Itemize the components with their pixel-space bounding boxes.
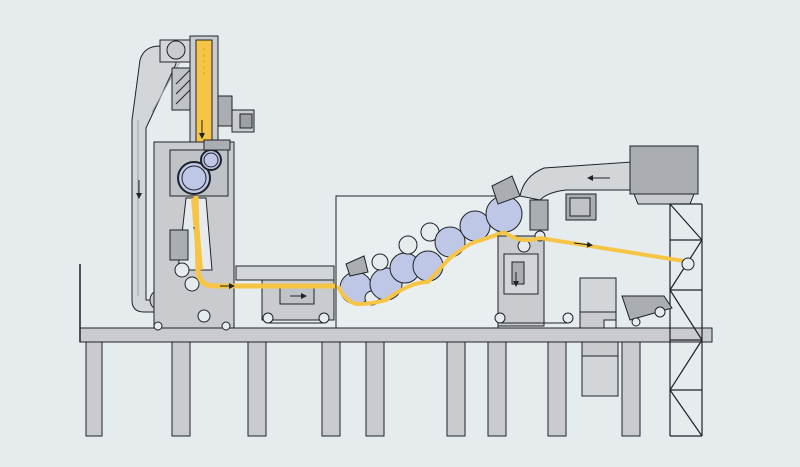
leg <box>247 341 267 437</box>
leg <box>85 341 103 437</box>
leg <box>446 341 466 437</box>
leg <box>365 341 385 437</box>
web-path <box>193 195 338 289</box>
support-frame-icon <box>669 203 703 437</box>
output-station <box>579 277 673 329</box>
leg <box>547 341 567 437</box>
web-path <box>502 230 691 264</box>
arrow-right-icon <box>573 241 593 248</box>
support-frame-icon <box>79 264 713 437</box>
leg <box>171 341 191 437</box>
feeder-body <box>153 139 235 331</box>
leg <box>321 341 341 437</box>
duct-icon <box>519 161 633 221</box>
guide-roller <box>681 257 695 271</box>
hopper <box>629 145 699 205</box>
table-top <box>79 327 713 343</box>
leg <box>581 355 619 397</box>
leg <box>487 341 507 437</box>
leg <box>621 341 641 437</box>
web-path <box>336 230 505 307</box>
feed-roller-icon <box>177 161 211 195</box>
winder-body <box>491 175 574 327</box>
drying-box-inlet <box>345 255 369 277</box>
